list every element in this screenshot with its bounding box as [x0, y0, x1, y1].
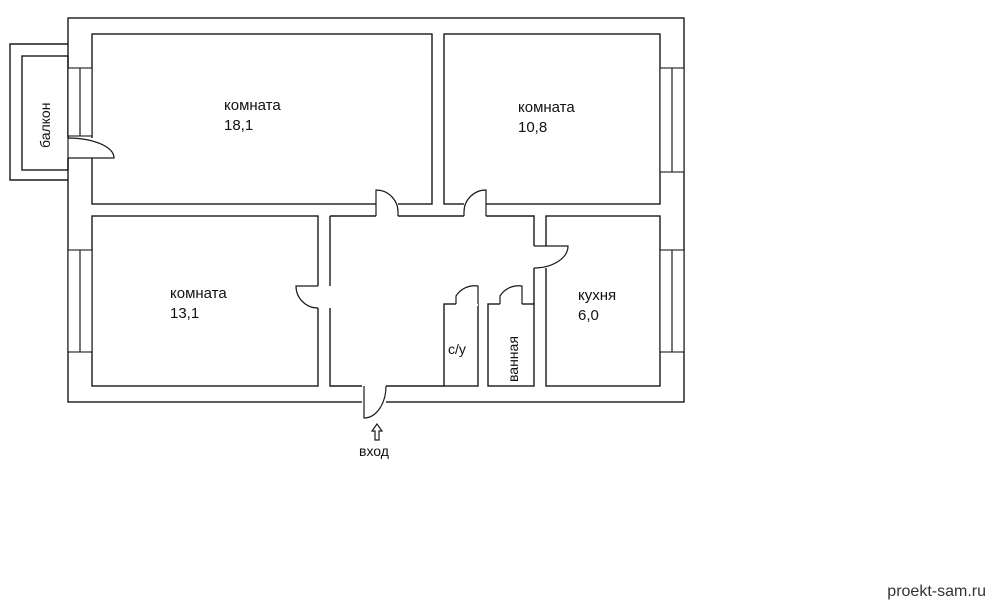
door-bathroom — [499, 285, 523, 304]
room-13-1-area: 13,1 — [170, 305, 199, 322]
door-entrance — [363, 385, 387, 419]
door-wc — [455, 285, 479, 304]
door-kitchen — [533, 245, 569, 269]
room-18-1-walls — [91, 33, 433, 205]
room-13-1-label: комната — [170, 285, 227, 302]
room-18-1-label: комната — [224, 97, 281, 114]
kitchen-area: 6,0 — [578, 307, 599, 324]
kitchen-label: кухня — [578, 287, 616, 304]
entrance-label: вход — [359, 443, 389, 459]
bathroom-label: ванная — [505, 336, 521, 382]
room-10-8-area: 10,8 — [518, 119, 547, 136]
window-room-10-8 — [659, 67, 685, 173]
window-balcony — [67, 67, 93, 137]
door-room-10-8 — [463, 189, 487, 216]
window-kitchen — [659, 249, 685, 353]
room-18-1-area: 18,1 — [224, 117, 253, 134]
room-10-8-label: комната — [518, 99, 575, 116]
balcony-label: балкон — [37, 103, 53, 148]
site-credit: proekt-sam.ru — [887, 583, 986, 600]
door-room-18-1 — [375, 189, 399, 216]
balcony-outline — [9, 43, 68, 181]
door-balcony — [67, 137, 115, 159]
window-room-13-1 — [67, 249, 93, 353]
hallway-walls — [329, 215, 535, 387]
wc-label: с/у — [448, 341, 466, 357]
room-10-8-walls — [443, 33, 661, 205]
door-room-13-1 — [295, 285, 319, 309]
arrow-up-icon — [370, 422, 384, 441]
